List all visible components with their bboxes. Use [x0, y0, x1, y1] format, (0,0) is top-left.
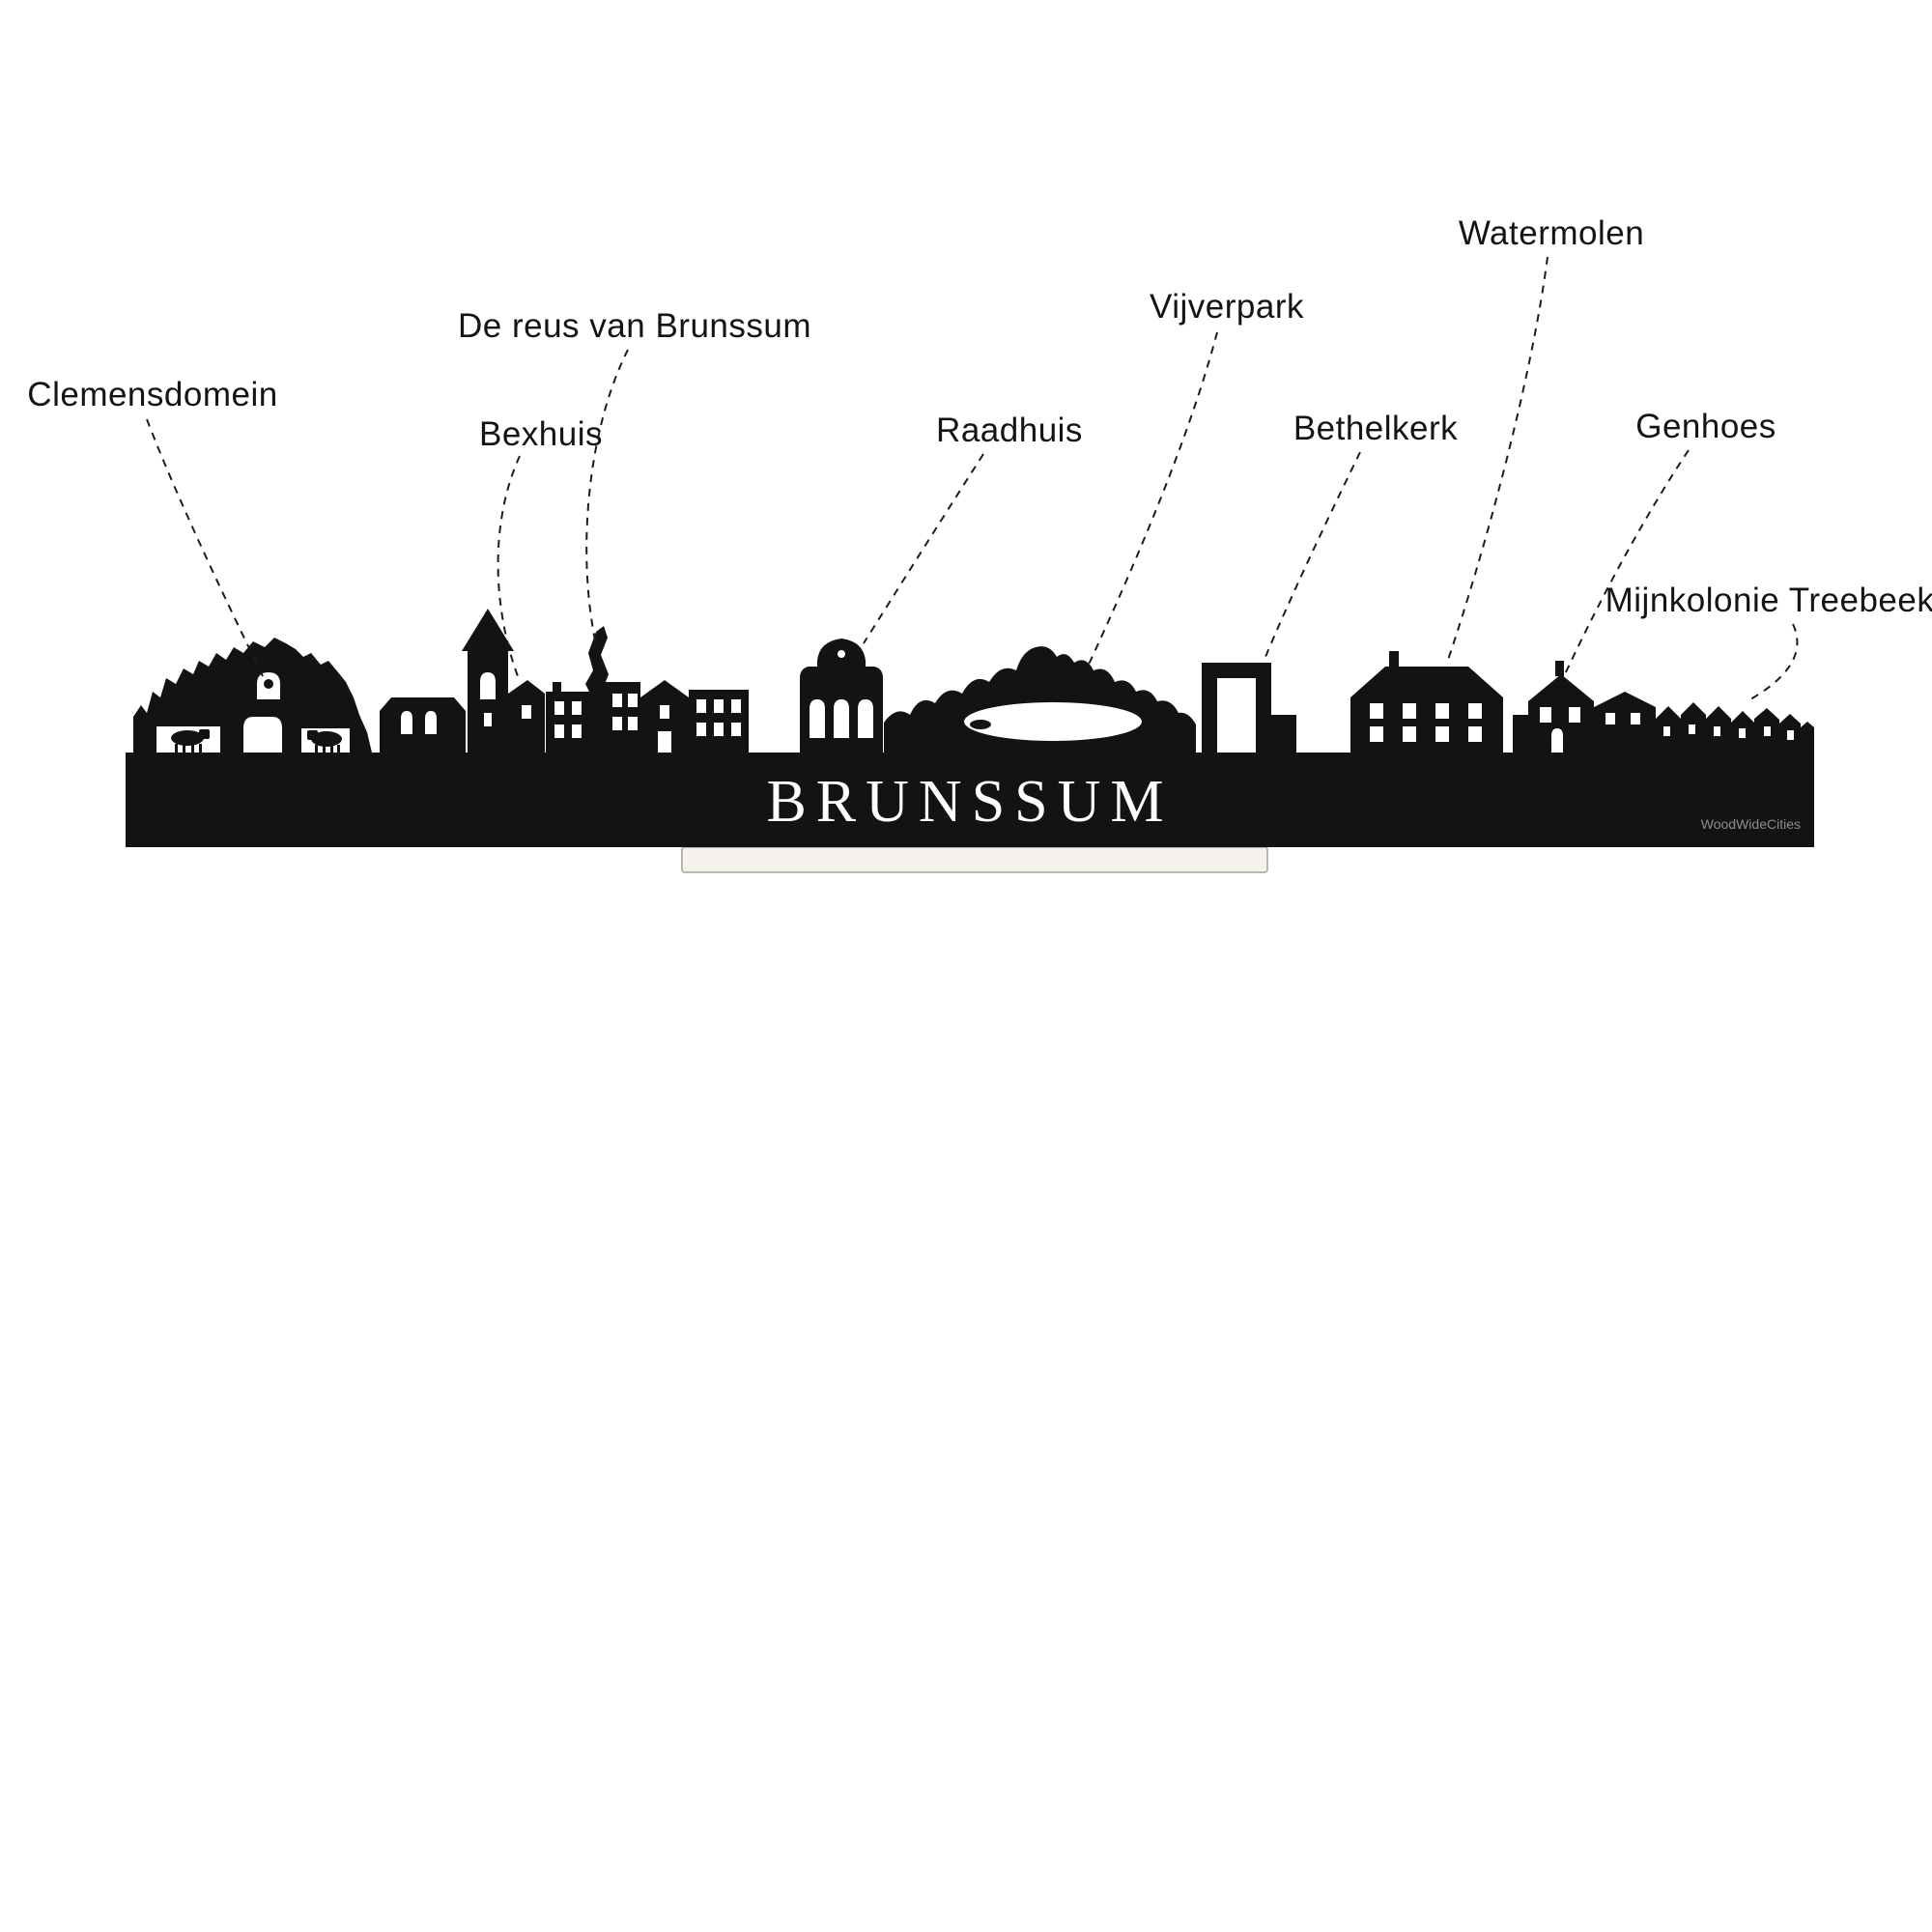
window-cutout — [612, 717, 622, 730]
window-cutout — [1787, 730, 1794, 740]
window-cutout — [660, 705, 669, 719]
window-cutout — [1739, 728, 1746, 738]
window-cutout — [714, 699, 724, 713]
annotation-label-clemensdomein: Clemensdomein — [27, 376, 278, 413]
annotation-label-mijnkolonie-treebeek: Mijnkolonie Treebeek — [1605, 582, 1932, 619]
annotation-label-bexhuis: Bexhuis — [478, 415, 604, 453]
swan-silhouette — [970, 720, 991, 729]
window-cutout — [1468, 726, 1482, 742]
window-cutout — [401, 711, 412, 734]
window-cutout — [1468, 703, 1482, 719]
window-cutout — [1403, 726, 1416, 742]
window-cutout — [696, 699, 706, 713]
window-cutout — [1689, 724, 1695, 734]
window-cutout — [834, 699, 849, 738]
window-cutout — [1631, 713, 1640, 724]
genhoes-building — [1513, 661, 1656, 753]
window-cutout — [1764, 726, 1771, 736]
portal-cutout — [1217, 678, 1256, 753]
leader-line-bethelkerk — [1264, 451, 1361, 658]
leader-line-watermolen — [1446, 256, 1548, 664]
cow-silhouette — [171, 729, 210, 753]
vijverpark-trees — [884, 646, 1196, 753]
window-cutout — [1540, 707, 1551, 723]
door-cutout — [1551, 728, 1563, 753]
clock-cutout — [838, 650, 845, 658]
window-cutout — [1569, 707, 1580, 723]
window-cutout — [1403, 703, 1416, 719]
window-cutout — [628, 694, 638, 707]
window-cutout — [522, 705, 531, 719]
window-cutout — [731, 723, 741, 736]
annotation-label-bethelkerk: Bethelkerk — [1293, 410, 1459, 447]
pond-cutout — [964, 702, 1142, 741]
de-reus-statue — [585, 626, 610, 753]
display-stand-base — [681, 846, 1268, 873]
annotation-label-watermolen: Watermolen — [1458, 214, 1645, 252]
leader-line-vijverpark — [1087, 331, 1218, 668]
window-cutout — [696, 723, 706, 736]
leader-line-clemensdomein — [146, 418, 264, 677]
leader-lines — [146, 256, 1799, 700]
window-cutout — [1435, 726, 1449, 742]
window-cutout — [554, 724, 564, 738]
skyline-band — [126, 753, 1814, 847]
window-cutout — [554, 701, 564, 715]
leader-line-genhoes — [1564, 449, 1690, 675]
window-cutout — [425, 711, 437, 734]
leader-line-mijnkolonie-treebeek — [1749, 623, 1799, 700]
leader-line-de-reus-van-brunssum — [585, 349, 629, 650]
annotation-label-genhoes: Genhoes — [1635, 408, 1776, 445]
window-cutout — [480, 672, 496, 699]
window-cutout — [612, 694, 622, 707]
annotation-label-de-reus-van-brunssum: De reus van Brunssum — [458, 307, 811, 345]
bexhuis-houses — [546, 680, 749, 753]
window-cutout — [572, 701, 582, 715]
skyline-title: BRUNSSUM — [766, 769, 1173, 835]
annotation-label-raadhuis: Raadhuis — [936, 412, 1083, 449]
leader-line-raadhuis — [863, 453, 984, 644]
cow-silhouette — [307, 730, 342, 753]
watermolen-building — [1350, 651, 1503, 753]
treebeek-row-houses — [1656, 702, 1814, 753]
window-cutout — [1605, 713, 1615, 724]
church-building — [380, 609, 545, 753]
bethelkerk-structure — [1202, 663, 1296, 753]
window-cutout — [731, 699, 741, 713]
leader-line-bexhuis — [497, 455, 521, 677]
maker-watermark: WoodWideCities — [1701, 816, 1801, 832]
skyline-silhouette: BRUNSSUM WoodWideCities — [126, 609, 1814, 847]
window-cutout — [484, 713, 492, 726]
window-cutout — [1714, 726, 1720, 736]
annotation-label-vijverpark: Vijverpark — [1150, 288, 1304, 326]
window-cutout — [572, 724, 582, 738]
ruin-door-cutout — [243, 717, 282, 753]
window-cutout — [1370, 703, 1383, 719]
raadhuis-building — [800, 639, 883, 753]
clemensdomein-ruin — [133, 638, 372, 753]
door-cutout — [658, 731, 671, 753]
window-cutout — [858, 699, 873, 738]
window-cutout — [714, 723, 724, 736]
window-cutout — [1435, 703, 1449, 719]
window-cutout — [1370, 726, 1383, 742]
window-cutout — [810, 699, 825, 738]
window-cutout — [628, 717, 638, 730]
bell-icon — [264, 679, 273, 689]
window-cutout — [1663, 726, 1670, 736]
